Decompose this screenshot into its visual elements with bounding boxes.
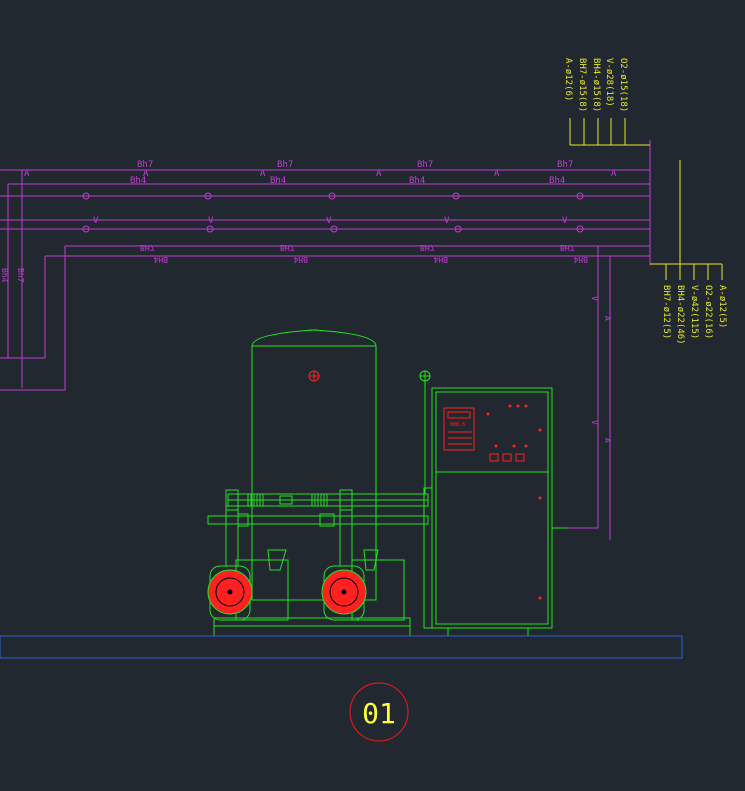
label-bh4-flipped: BH4 xyxy=(153,255,168,264)
pump-impeller-2 xyxy=(321,569,367,615)
right-legend-leaders xyxy=(650,263,723,280)
legend-bh7: BH7-ø15(8) xyxy=(577,58,587,112)
label-bh4: Bh4 xyxy=(409,176,425,186)
valve-icon xyxy=(330,225,338,233)
legend-a: A-ø12(5) xyxy=(717,285,727,328)
label-bh4-flipped: BH4 xyxy=(293,255,308,264)
pump-impeller-1 xyxy=(207,569,253,615)
top-legend-leaders xyxy=(569,118,681,265)
valve-icon xyxy=(452,192,460,200)
label-a: A xyxy=(24,169,30,179)
label-bh7-flipped: BH7 xyxy=(280,243,295,252)
drawing-tag: 01 xyxy=(349,682,409,742)
pipe-labels-flipped: BH7 BH7 BH7 BH7 BH4 BH4 BH4 BH4 Bh4 Bh7 … xyxy=(0,243,612,443)
label-a: A xyxy=(143,169,149,179)
valve-icon xyxy=(82,192,90,200)
pump-skid xyxy=(207,329,568,637)
label-a-right: A xyxy=(603,438,612,443)
legend-bh4: BH4-ø22(46) xyxy=(675,285,685,345)
label-bh4-flipped: BH4 xyxy=(433,255,448,264)
label-a: A xyxy=(260,169,266,179)
pipe-labels: Bh7 Bh7 Bh7 Bh7 Bh4 Bh4 Bh4 Bh4 A A A A … xyxy=(24,160,617,226)
panel-button xyxy=(489,453,499,462)
label-bh7-flipped: BH7 xyxy=(420,243,435,252)
label-left-bh4: Bh4 xyxy=(0,268,9,283)
label-a: A xyxy=(611,169,617,179)
label-bh4: Bh4 xyxy=(130,176,146,186)
skid-base xyxy=(213,617,411,637)
label-v: V xyxy=(208,216,214,226)
display-readout: 888.8 xyxy=(450,422,465,428)
label-bh4-flipped: BH4 xyxy=(573,255,588,264)
label-bh7: Bh7 xyxy=(277,160,293,170)
valve-icon xyxy=(328,192,336,200)
legend-o2: O2-ø15(18) xyxy=(618,58,628,112)
legend-bh7: BH7-ø12(5) xyxy=(661,285,671,339)
valve-icon xyxy=(576,225,584,233)
label-v: V xyxy=(444,216,450,226)
panel-button xyxy=(502,453,512,462)
label-v-right: V xyxy=(590,296,599,301)
pipe-network xyxy=(0,140,651,540)
label-bh7-flipped: BH7 xyxy=(560,243,575,252)
legend-v: V-ø42(115) xyxy=(689,285,699,339)
label-a: A xyxy=(376,169,382,179)
right-legend: A-ø12(5) O2-ø22(16) V-ø42(115) BH4-ø22(4… xyxy=(661,285,727,345)
legend-bh4: BH4-ø15(8) xyxy=(591,58,601,112)
valve-icon xyxy=(82,225,90,233)
valve-icon xyxy=(576,192,584,200)
label-bh4: Bh4 xyxy=(270,176,286,186)
label-v: V xyxy=(93,216,99,226)
check-valve xyxy=(225,489,239,511)
label-bh4: Bh4 xyxy=(549,176,565,186)
legend-o2: O2-ø22(16) xyxy=(703,285,713,339)
gauge-icon xyxy=(419,370,431,494)
legend-v: V-ø28(18) xyxy=(604,58,614,107)
label-bh7: Bh7 xyxy=(417,160,433,170)
suction-header xyxy=(207,515,429,525)
label-bh7: Bh7 xyxy=(557,160,573,170)
drawing-tag-number: 01 xyxy=(362,697,396,730)
label-bh7-flipped: BH7 xyxy=(140,243,155,252)
flex-connector xyxy=(247,494,328,506)
valve-symbols xyxy=(82,192,584,233)
pipe-left-drop-3 xyxy=(0,256,46,359)
label-bh7: Bh7 xyxy=(137,160,153,170)
floor-slab xyxy=(0,635,683,659)
top-legend: O2-ø15(18) V-ø28(18) BH4-ø15(8) BH7-ø15(… xyxy=(563,58,628,112)
control-display xyxy=(443,407,475,451)
legend-a: A-ø12(6) xyxy=(563,58,573,101)
valve-icon xyxy=(454,225,462,233)
label-v: V xyxy=(562,216,568,226)
check-valve xyxy=(339,489,353,511)
tank-gauge-icon xyxy=(308,370,320,382)
label-v-right: V xyxy=(590,420,599,425)
label-v: V xyxy=(326,216,332,226)
label-left-bh7: Bh7 xyxy=(16,268,25,283)
red-details: 888.8 xyxy=(207,370,542,615)
valve-icon xyxy=(204,192,212,200)
valve-icon xyxy=(206,225,214,233)
panel-button xyxy=(515,453,525,462)
pipe-right-drop-v xyxy=(560,246,599,529)
label-a: A xyxy=(494,169,500,179)
label-a-right: A xyxy=(603,316,612,321)
pipe-left-drop-4 xyxy=(0,246,66,391)
